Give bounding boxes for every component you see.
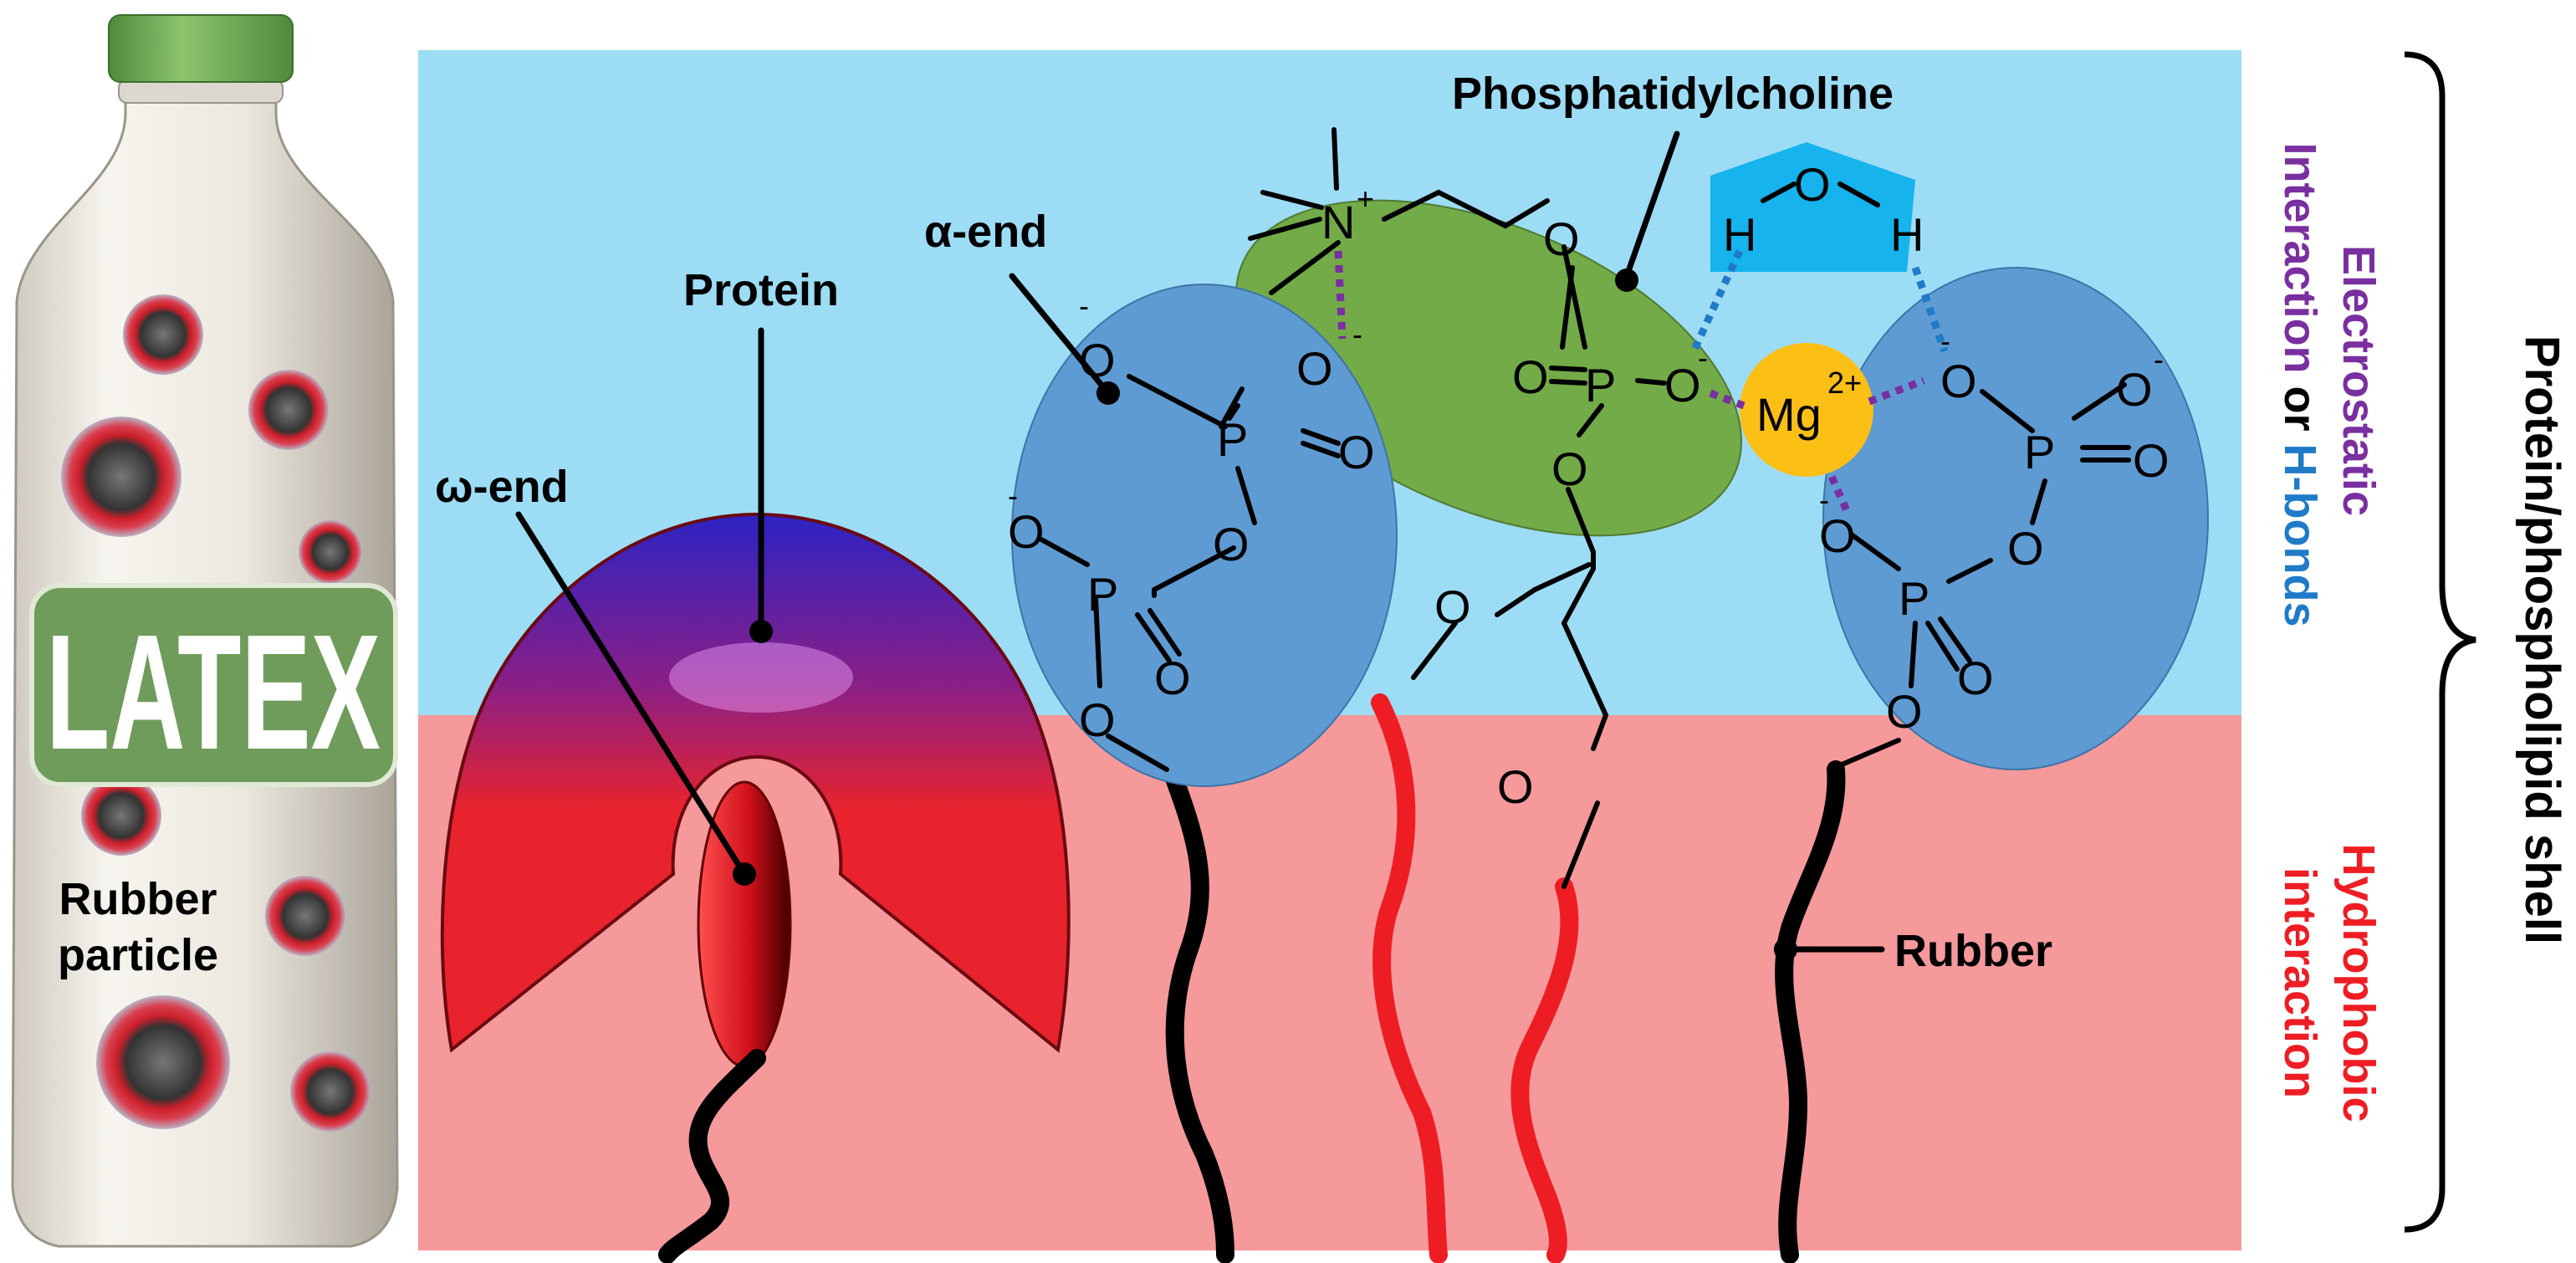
atom-n: N: [1321, 196, 1355, 248]
hbonds-word: H-bonds: [2275, 444, 2325, 627]
lipid-tail-1: [1371, 693, 1448, 1263]
atom-o: O: [1512, 350, 1549, 403]
water-molecule: [1710, 142, 1915, 272]
hydrogen-bonds: [1689, 249, 1949, 353]
lipid-tail-2: [1510, 877, 1579, 1263]
o-minus: -: [1079, 289, 1089, 323]
bottle-cap: [108, 14, 294, 83]
atom-o: O: [1957, 652, 1994, 704]
protein-rubber-chain: [658, 1049, 766, 1263]
atom-o: O: [1296, 342, 1333, 395]
atom-o: O: [1154, 652, 1191, 704]
atom-o: O: [1079, 693, 1116, 746]
rubber-chain-right: [1775, 760, 1846, 1263]
atom-p: P: [1217, 413, 1248, 466]
latex-bottle: LATEX Rubber particle: [11, 14, 399, 1248]
alpha-end-label: α-end: [924, 207, 1047, 257]
atom-o: O: [1551, 442, 1588, 495]
atom-o: O: [2116, 363, 2153, 416]
rubber-particle-label: Rubber: [59, 874, 217, 924]
electrostatic-label: Electrostatic: [2333, 245, 2384, 516]
latex-label-band: [29, 583, 398, 787]
atom-o: O: [2133, 434, 2170, 487]
hydrophobic-label: Hydrophobic: [2333, 844, 2384, 1122]
o-minus: -: [1352, 317, 1362, 351]
atom-p: P: [1899, 572, 1929, 625]
rubber-chains: [1162, 693, 1846, 1263]
atom-p: P: [1585, 359, 1616, 412]
atom-p: P: [2024, 426, 2055, 478]
protein-highlight: [669, 642, 853, 713]
bottle-neck-ring: [118, 79, 284, 104]
atom-h: H: [1723, 208, 1756, 261]
rubber-particle: [61, 417, 181, 537]
or-word: or: [2275, 374, 2325, 444]
o-minus: -: [1698, 340, 1708, 375]
callout-leaders: [515, 130, 1885, 953]
rubber-particle: [299, 520, 362, 584]
atom-o: O: [1434, 580, 1471, 633]
callout-dots: [733, 268, 1797, 961]
rubber-particle: [96, 995, 230, 1129]
phosphate-blob-right: [1822, 267, 2209, 770]
atom-o: O: [1008, 505, 1045, 558]
atom-o: O: [1940, 355, 1977, 407]
atom-o: O: [1794, 158, 1831, 211]
interaction-word: Interaction: [2275, 142, 2325, 373]
mg-symbol: Mg: [1756, 388, 1822, 441]
rubber-particle: [248, 370, 329, 450]
rubber-particle: [290, 1051, 371, 1132]
protein-shape: [440, 512, 1071, 1053]
atom-o: O: [1886, 685, 1923, 738]
phosphatidylcholine-label: Phosphatidylcholine: [1452, 69, 1894, 119]
rubber-particle-label-2: particle: [58, 930, 218, 980]
n-charge: +: [1357, 182, 1374, 216]
hydrophobic-interaction-label: interaction: [2275, 867, 2325, 1098]
atom-o: O: [1543, 212, 1580, 265]
mg-charge: 2+: [1827, 366, 1862, 400]
protein-label: Protein: [683, 265, 839, 315]
rubber-label: Rubber: [1894, 926, 2052, 976]
o-minus: -: [1819, 483, 1829, 517]
electrostatic-interactions: [1334, 250, 1925, 516]
o-minus: -: [1008, 478, 1018, 513]
atom-o: O: [2007, 522, 2044, 575]
o-minus: -: [2154, 342, 2164, 376]
rubber-particle: [123, 294, 203, 375]
atom-o: O: [1497, 760, 1534, 813]
atom-o: O: [1819, 509, 1856, 562]
atom-o: O: [1338, 426, 1375, 478]
rubber-particle: [81, 775, 161, 856]
o-minus: -: [1940, 324, 1950, 358]
phosphate-blob-left: [1011, 284, 1398, 787]
rubber-chain-alpha: [1162, 760, 1234, 1263]
atom-o: O: [1664, 359, 1701, 412]
interaction-hbonds-label: Interaction or H-bonds: [2275, 142, 2325, 626]
interaction-annotations: Electrostatic Interaction or H-bonds Hyd…: [2275, 142, 2384, 1122]
atom-h: H: [1890, 208, 1924, 261]
atom-o: O: [1213, 518, 1250, 570]
protein-structure: [440, 512, 1071, 1263]
omega-end-label: ω-end: [435, 462, 569, 512]
rubber-particle: [265, 876, 345, 956]
shell-brace: [2404, 51, 2476, 1233]
bottle-particles: [61, 294, 371, 1132]
shell-label: Protein/phospholipid shell: [2515, 335, 2569, 944]
chemical-bonds: [1039, 127, 2131, 889]
latex-label-text: LATEX: [46, 601, 381, 784]
atom-labels: N + O O P O - O O O O - O - P O O O - P …: [1008, 158, 2170, 813]
atom-p: P: [1087, 568, 1118, 621]
mg-ion: [1740, 343, 1873, 477]
